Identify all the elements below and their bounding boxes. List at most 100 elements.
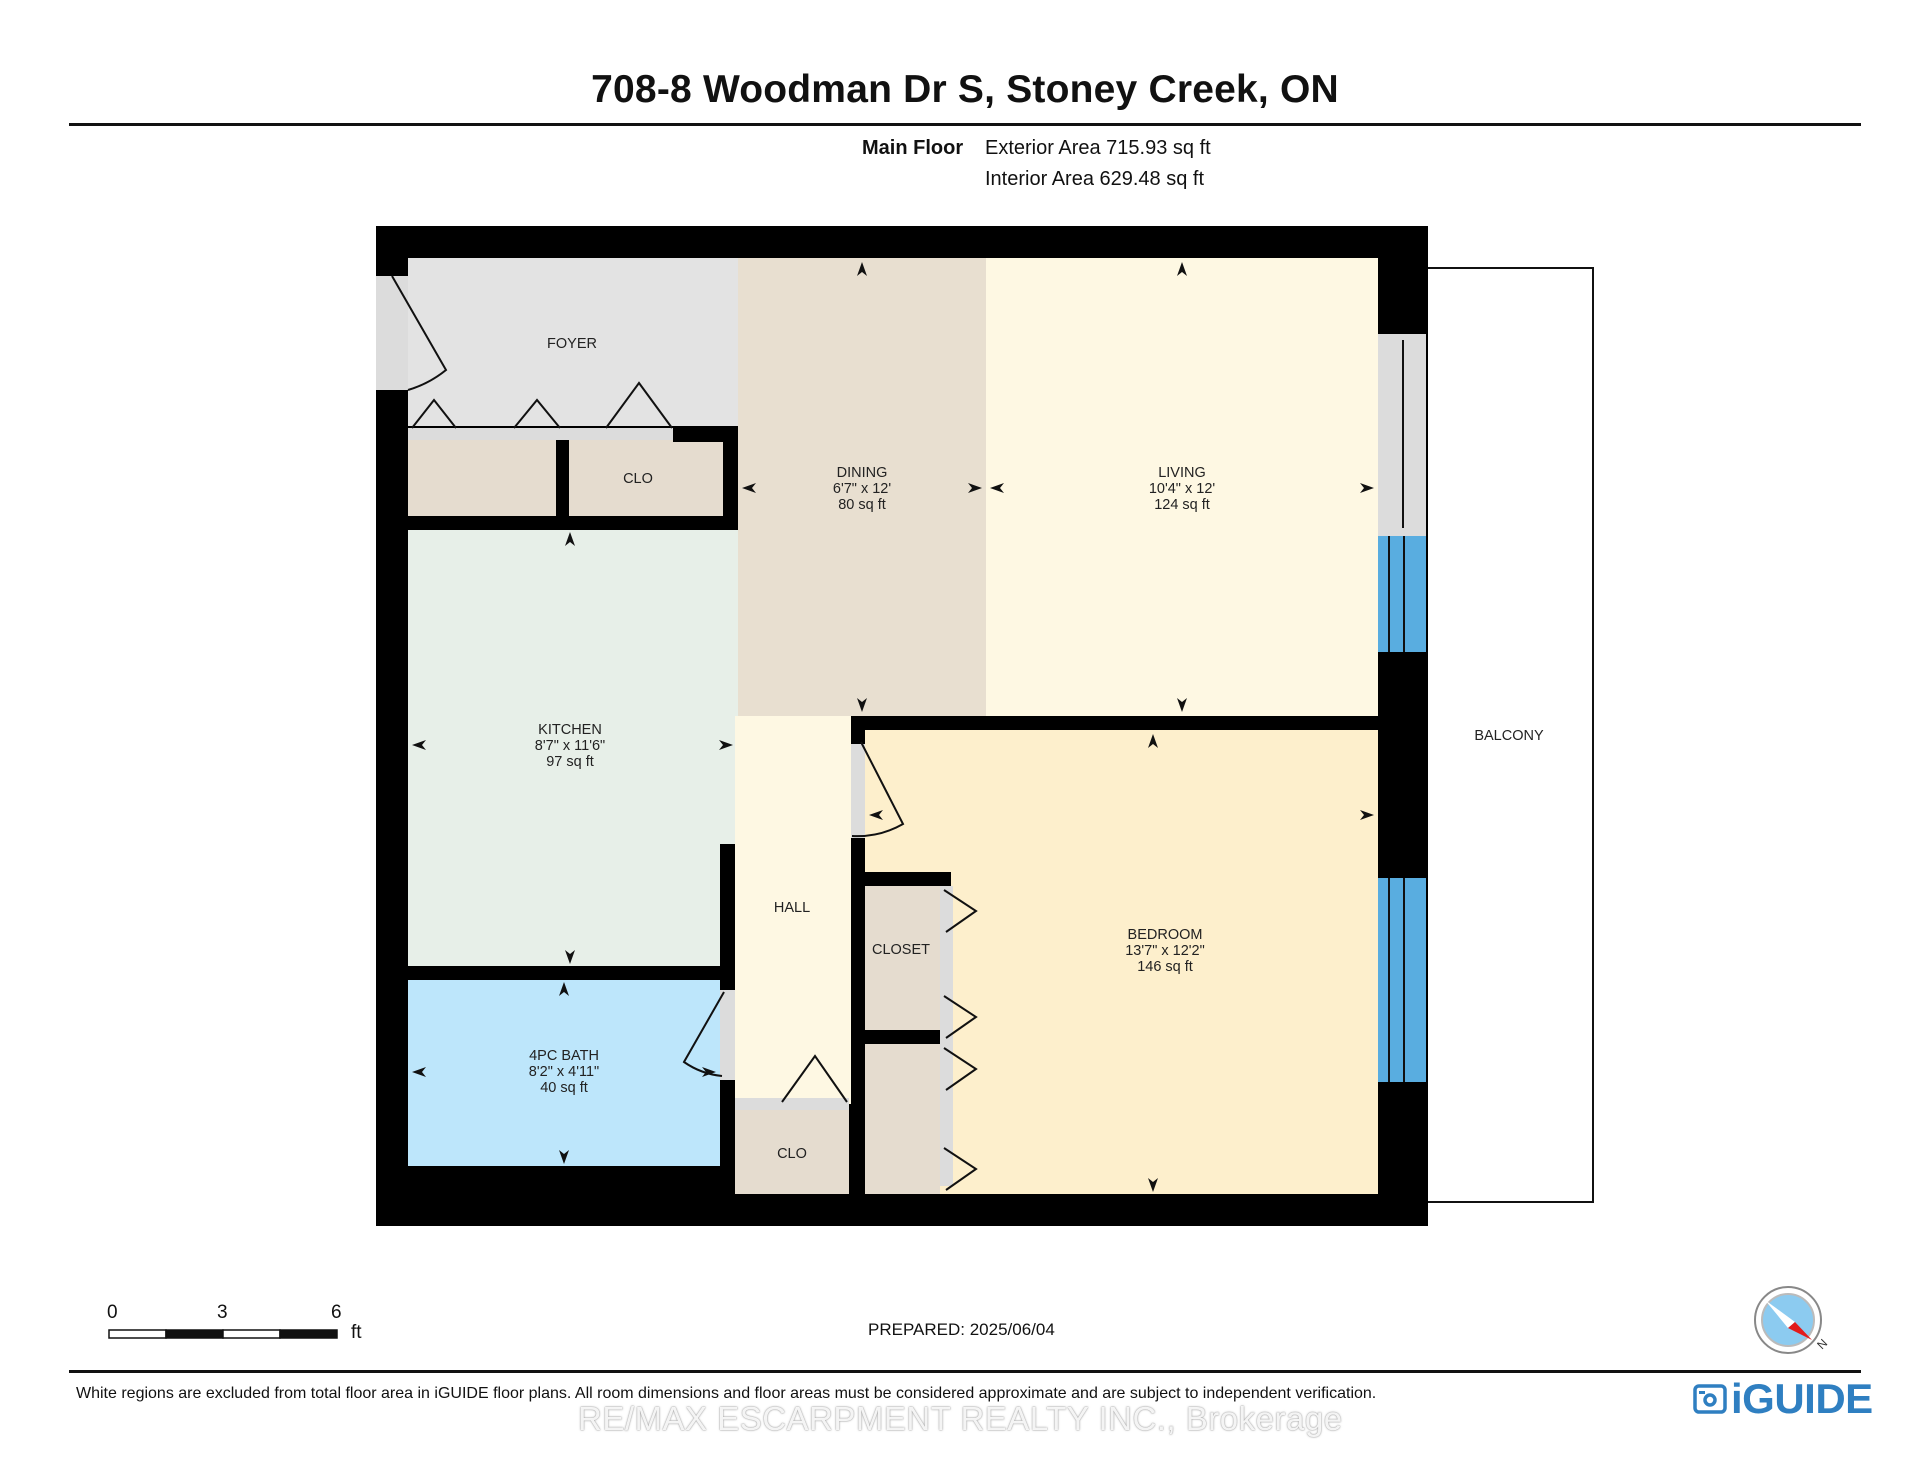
dims-dining: 6'7" x 12' [833,481,891,497]
wall [851,716,1378,730]
wall [1378,258,1426,328]
iguide-icon [1693,1384,1727,1414]
room-closet [865,886,940,1030]
closet-door [943,889,978,933]
dim-arrow [1360,810,1374,820]
floor-label: Main Floor [862,137,964,159]
foyer-closet-door [605,381,673,429]
wall [673,428,737,442]
closet-door [943,995,978,1039]
label-dining: DINING [837,465,888,481]
dims-kitchen: 8'7" x 11'6" [535,738,605,754]
room-foyer [408,258,738,426]
label-closet-bottom: CLO [777,1146,807,1162]
iguide-logo: iGUIDE [1693,1375,1873,1423]
dim-arrow [702,1067,716,1077]
window-living [1378,536,1426,652]
closet-door [943,1047,978,1091]
wall [865,872,951,886]
wall [865,1030,940,1044]
closet-foyer-left [408,440,556,516]
label-kitchen: KITCHEN [538,722,602,738]
label-closet-top: CLO [623,471,653,487]
wall [408,516,738,530]
label-balcony: BALCONY [1474,728,1544,744]
prepared-date: PREPARED: 2025/06/04 [868,1320,1055,1339]
dim-arrow [412,1067,426,1077]
closet-foyer-right [569,440,723,516]
dim-arrow [869,810,883,820]
scale-bar [108,1329,338,1339]
page-title: 708-8 Woodman Dr S, Stoney Creek, ON [591,68,1339,111]
entry-door-gap [376,276,408,390]
dims-bath: 8'2" x 4'11" [529,1064,599,1080]
dim-arrow [412,740,426,750]
compass-icon [1754,1286,1822,1354]
foyer-closet-door [411,398,457,429]
foyer-closet-door [513,398,561,429]
compass-north-label: N [1814,1336,1830,1352]
dim-arrow [1148,734,1158,748]
dim-arrow [1177,698,1187,712]
bath-door-swing [682,991,725,1077]
dims-living: 10'4" x 12' [1149,481,1216,497]
label-bath: 4PC BATH [529,1048,599,1064]
wall [723,428,738,528]
disclaimer: White regions are excluded from total fl… [76,1385,1377,1402]
closet-bedroom-lower [865,1044,940,1194]
area-kitchen: 97 sq ft [546,754,594,770]
room-dining [738,258,986,716]
dim-arrow [565,532,575,546]
area-bath: 40 sq ft [540,1080,588,1096]
label-hall: HALL [774,900,810,916]
window-bedroom [1378,878,1426,1082]
bedroom-door-swing [851,741,905,838]
scale-tick-3: 3 [217,1302,228,1323]
dim-arrow [990,483,1004,493]
room-bath [408,980,720,1166]
closet-hall [735,1110,849,1194]
room-kitchen [408,530,738,966]
dim-arrow [1360,483,1374,493]
dim-arrow [559,982,569,996]
bedroom-door-gap [851,744,865,838]
scale-tick-6: 6 [331,1302,342,1323]
closet-door [943,1147,978,1191]
dim-arrow [1177,262,1187,276]
room-living [986,258,1378,716]
hall-closet-gap [735,1098,849,1110]
wall [556,440,569,516]
foyer-closet-gap [408,428,673,440]
wall [408,966,735,980]
label-closet: CLOSET [872,942,930,958]
scale-unit: ft [351,1322,362,1343]
footer-divider [69,1370,1861,1373]
iguide-wordmark: iGUIDE [1731,1375,1873,1422]
label-bedroom: BEDROOM [1128,927,1203,943]
balcony-outline [1425,267,1594,1203]
room-hall [735,716,851,1104]
dim-arrow [857,262,867,276]
dim-arrow [968,483,982,493]
dim-arrow [1148,1178,1158,1192]
scale-tick-0: 0 [107,1302,118,1323]
exterior-area: Exterior Area 715.93 sq ft [985,137,1211,159]
interior-area: Interior Area 629.48 sq ft [985,168,1205,190]
header-divider [69,123,1861,126]
label-foyer: FOYER [547,336,597,352]
closet-door-gap [940,886,953,1186]
dims-bedroom: 13'7" x 12'2" [1125,943,1205,959]
entry-door-swing [391,275,448,391]
dim-arrow [857,698,867,712]
area-living: 124 sq ft [1154,497,1210,513]
hall-closet-door [781,1054,848,1103]
dim-arrow [719,740,733,750]
dim-arrow [559,1150,569,1164]
dim-arrow [565,950,575,964]
area-dining: 80 sq ft [838,497,886,513]
dim-arrow [742,483,756,493]
brokerage-watermark: RE/MAX ESCARPMENT REALTY INC., Brokerage [578,1400,1343,1437]
label-living: LIVING [1158,465,1206,481]
area-bedroom: 146 sq ft [1137,959,1193,975]
